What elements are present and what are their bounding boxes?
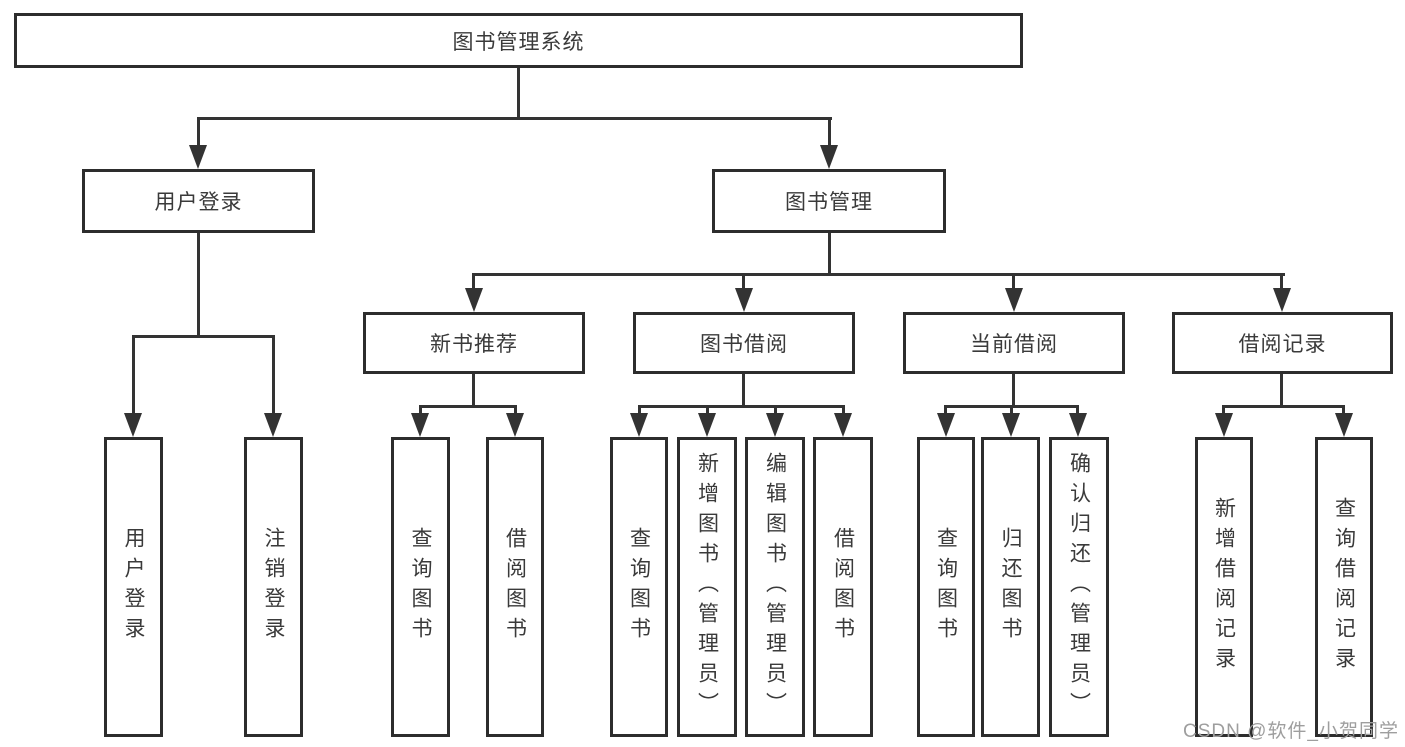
connector-current-borrow-stem bbox=[1012, 374, 1015, 405]
arrowhead-to-borrow-records bbox=[1273, 288, 1291, 312]
leaf-confirm-return-admin-label: 确认归还（管理员） bbox=[1067, 452, 1091, 722]
connector-root-bar bbox=[197, 117, 832, 120]
leaf-add-borrow-record: 新增借阅记录 bbox=[1195, 437, 1253, 737]
arrowhead-to-user-login bbox=[189, 145, 207, 169]
leaf-add-books-admin: 新增图书（管理员） bbox=[677, 437, 737, 737]
leaf-user-login-label: 用户登录 bbox=[122, 527, 145, 647]
csdn-watermark: CSDN @软件_小贺同学 bbox=[1183, 721, 1399, 742]
arrowhead-to-book-borrow bbox=[735, 288, 753, 312]
arrowhead-to-new-book bbox=[465, 288, 483, 312]
arrowhead-g4-leaf2 bbox=[1002, 413, 1020, 437]
arrowhead-g3-leaf2 bbox=[698, 413, 716, 437]
arrowhead-g3-leaf4 bbox=[834, 413, 852, 437]
node-root-label: 图书管理系统 bbox=[452, 30, 585, 54]
connector-to-leaf-login-stem bbox=[132, 335, 135, 415]
connector-to-current-borrow-stem bbox=[1012, 273, 1015, 291]
node-user-login: 用户登录 bbox=[82, 169, 315, 233]
leaf-confirm-return-admin: 确认归还（管理员） bbox=[1049, 437, 1109, 737]
arrowhead-to-leaf-logout bbox=[264, 413, 282, 437]
leaf-edit-books-admin-label: 编辑图书（管理员） bbox=[763, 452, 787, 722]
leaf-return-books-label: 归还图书 bbox=[999, 527, 1022, 647]
connector-g4-leaf1-stem bbox=[944, 405, 947, 415]
connector-g3-leaf2-stem bbox=[706, 405, 709, 415]
leaf-borrow-books: 借阅图书 bbox=[813, 437, 873, 737]
leaf-query-books-current: 查询图书 bbox=[917, 437, 975, 737]
leaf-query-books-recommend-label: 查询图书 bbox=[409, 527, 432, 647]
node-new-book-recommend-label: 新书推荐 bbox=[430, 333, 518, 356]
node-borrow-records: 借阅记录 bbox=[1172, 312, 1393, 374]
connector-g3-leaf1-stem bbox=[638, 405, 641, 415]
leaf-return-books: 归还图书 bbox=[981, 437, 1040, 737]
leaf-query-borrow-record: 查询借阅记录 bbox=[1315, 437, 1373, 737]
node-book-borrow: 图书借阅 bbox=[633, 312, 855, 374]
connector-g4-leaf2-stem bbox=[1010, 405, 1013, 415]
arrowhead-to-book-management bbox=[820, 145, 838, 169]
node-user-login-label: 用户登录 bbox=[154, 191, 243, 214]
connector-to-user-login-stem bbox=[197, 117, 200, 146]
leaf-query-books-current-label: 查询图书 bbox=[934, 527, 958, 647]
connector-g2-leaf2-stem bbox=[514, 405, 517, 415]
leaf-borrow-books-recommend-label: 借阅图书 bbox=[503, 527, 527, 647]
connector-g5-leaf2-stem bbox=[1342, 405, 1345, 415]
connector-g3-leaf4-stem bbox=[842, 405, 845, 415]
connector-to-borrow-records-stem bbox=[1280, 273, 1283, 291]
arrowhead-g2-leaf1 bbox=[411, 413, 429, 437]
node-root: 图书管理系统 bbox=[14, 13, 1023, 68]
node-book-borrow-label: 图书借阅 bbox=[700, 333, 788, 356]
connector-book-management-bar bbox=[472, 273, 1285, 276]
connector-user-login-bar bbox=[132, 335, 275, 338]
node-book-management: 图书管理 bbox=[712, 169, 946, 233]
leaf-query-books-borrow: 查询图书 bbox=[610, 437, 668, 737]
leaf-borrow-books-label: 借阅图书 bbox=[831, 527, 855, 647]
connector-g2-leaf1-stem bbox=[419, 405, 422, 415]
connector-to-leaf-logout-stem bbox=[272, 335, 275, 415]
connector-to-new-book-stem bbox=[472, 273, 475, 291]
connector-to-book-borrow-stem bbox=[742, 273, 745, 291]
connector-borrow-records-bar bbox=[1222, 405, 1345, 408]
node-current-borrow: 当前借阅 bbox=[903, 312, 1125, 374]
connector-g3-leaf3-stem bbox=[774, 405, 777, 415]
leaf-edit-books-admin: 编辑图书（管理员） bbox=[745, 437, 805, 737]
leaf-query-books-borrow-label: 查询图书 bbox=[627, 527, 651, 647]
leaf-logout-label: 注销登录 bbox=[262, 527, 285, 647]
node-borrow-records-label: 借阅记录 bbox=[1238, 333, 1327, 356]
connector-new-book-stem bbox=[472, 374, 475, 405]
connector-borrow-records-stem bbox=[1280, 374, 1283, 405]
connector-root-stem bbox=[517, 68, 520, 117]
leaf-add-borrow-record-label: 新增借阅记录 bbox=[1212, 497, 1236, 677]
arrowhead-g5-leaf1 bbox=[1215, 413, 1233, 437]
leaf-borrow-books-recommend: 借阅图书 bbox=[486, 437, 544, 737]
arrowhead-to-current-borrow bbox=[1005, 288, 1023, 312]
arrowhead-g5-leaf2 bbox=[1335, 413, 1353, 437]
arrowhead-g4-leaf3 bbox=[1069, 413, 1087, 437]
leaf-query-borrow-record-label: 查询借阅记录 bbox=[1332, 497, 1356, 677]
node-new-book-recommend: 新书推荐 bbox=[363, 312, 585, 374]
connector-new-book-bar bbox=[419, 405, 517, 408]
leaf-logout: 注销登录 bbox=[244, 437, 303, 737]
connector-book-management-stem bbox=[828, 233, 831, 273]
node-book-management-label: 图书管理 bbox=[785, 191, 873, 214]
connector-book-borrow-bar bbox=[638, 405, 845, 408]
leaf-user-login: 用户登录 bbox=[104, 437, 163, 737]
arrowhead-to-leaf-login bbox=[124, 413, 142, 437]
leaf-query-books-recommend: 查询图书 bbox=[391, 437, 450, 737]
node-current-borrow-label: 当前借阅 bbox=[970, 333, 1058, 356]
arrowhead-g3-leaf3 bbox=[766, 413, 784, 437]
connector-g5-leaf1-stem bbox=[1222, 405, 1225, 415]
connector-to-book-management-stem bbox=[828, 117, 831, 146]
arrowhead-g2-leaf2 bbox=[506, 413, 524, 437]
arrowhead-g4-leaf1 bbox=[937, 413, 955, 437]
arrowhead-g3-leaf1 bbox=[630, 413, 648, 437]
connector-g4-leaf3-stem bbox=[1076, 405, 1079, 415]
connector-user-login-stem bbox=[197, 233, 200, 335]
leaf-add-books-admin-label: 新增图书（管理员） bbox=[695, 452, 719, 722]
connector-book-borrow-stem bbox=[742, 374, 745, 405]
